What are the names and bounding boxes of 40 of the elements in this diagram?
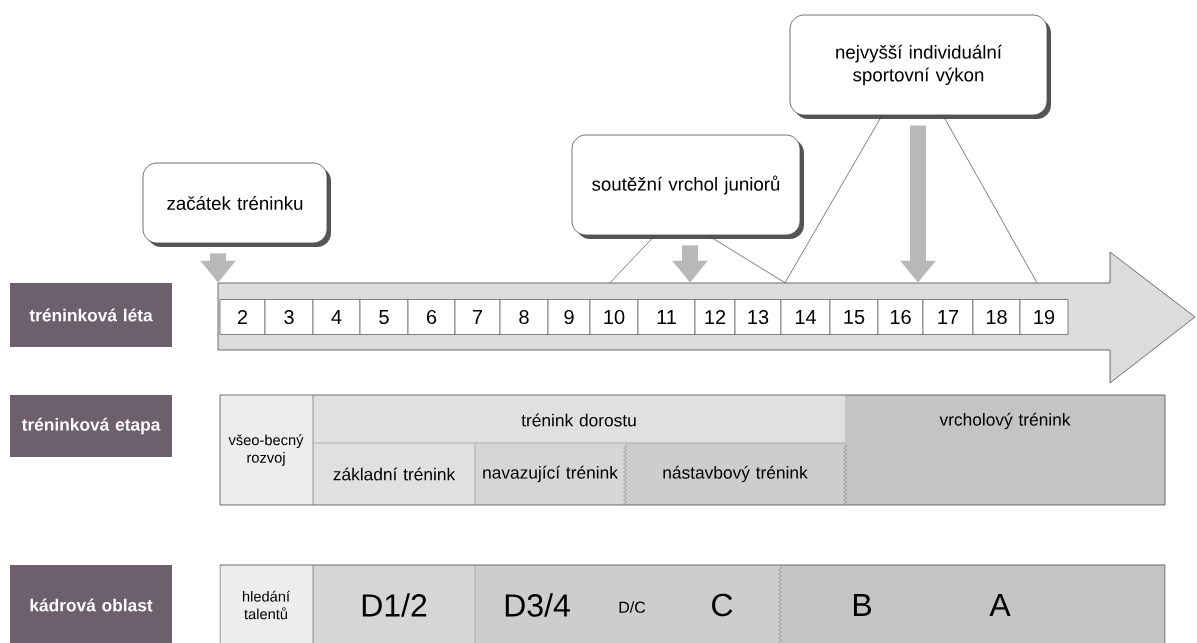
category-cell: C [665,565,780,643]
year-cell: 13 [734,299,782,335]
range-line [609,235,656,284]
year-cell: 8 [499,299,549,335]
year-cell: 14 [780,299,831,335]
callout-box: nejvyšší individuální sportovní výkon [789,14,1051,119]
category-cell: D/C [600,565,665,643]
year-cell: 10 [589,299,639,335]
stage-cell: základní trénink [313,443,475,505]
callout-box: soutěžní vrchol juniorů [571,134,804,239]
year-cell: 5 [359,299,409,335]
year-cell: 6 [407,299,456,335]
category-cell: hledání talentů [220,565,313,643]
year-cell: 7 [454,299,501,335]
year-cell: 9 [547,299,591,335]
row-label: tréninková etapa [10,395,172,457]
year-cell: 16 [877,299,924,335]
range-line [784,115,883,284]
year-cell: 18 [972,299,1021,335]
year-cell: 12 [694,299,736,335]
year-cell: 11 [637,299,696,335]
row-label: kádrová oblast [10,565,172,643]
year-cell: 3 [264,299,314,335]
stage-cell: vrcholový trénink [845,395,1165,505]
stage-cell: nástavbový trénink [625,443,845,505]
year-cell: 15 [829,299,879,335]
category-cell: D3/4 [475,565,600,643]
year-cell: 2 [219,299,266,335]
stage-cell: všeo-becný rozvoj [220,395,313,505]
range-line [942,115,1038,284]
year-cell: 17 [922,299,974,335]
callout-box: začátek tréninku [142,162,331,247]
stage-cell: navazující trénink [475,443,625,505]
row-label: tréninková léta [10,283,172,347]
category-cell: B [780,565,945,643]
category-cell: A [945,565,1165,643]
year-cell: 19 [1019,299,1069,335]
category-cell: D1/2 [313,565,475,643]
year-cell: 4 [312,299,361,335]
range-line [707,235,786,284]
